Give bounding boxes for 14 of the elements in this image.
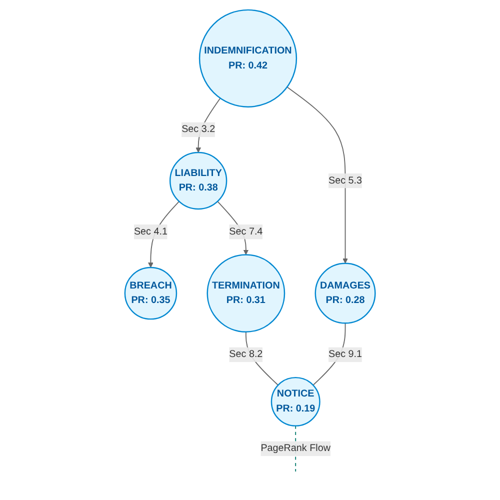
edge-label: Sec 5.3 (328, 175, 362, 186)
edge-label: Sec 9.1 (328, 349, 362, 360)
node-circle: TERMINATION PR: 0.31 (206, 254, 286, 332)
node-circle: BREACH PR: 0.35 (124, 266, 178, 320)
edge-label: PageRank Flow (260, 443, 330, 454)
node-circle: DAMAGES PR: 0.28 (314, 262, 376, 324)
edge-label: Sec 7.4 (229, 226, 263, 237)
edge-label: Sec 4.1 (134, 226, 168, 237)
arrow (286, 86, 348, 264)
edge-label: Sec 8.2 (229, 349, 263, 360)
node-circle: LIABILITY PR: 0.38 (169, 152, 228, 210)
edge-label: Sec 3.2 (182, 124, 216, 135)
node-circle: NOTICE PR: 0.19 (270, 376, 320, 426)
node-circle: INDEMNIFICATION PR: 0.42 (198, 9, 298, 108)
